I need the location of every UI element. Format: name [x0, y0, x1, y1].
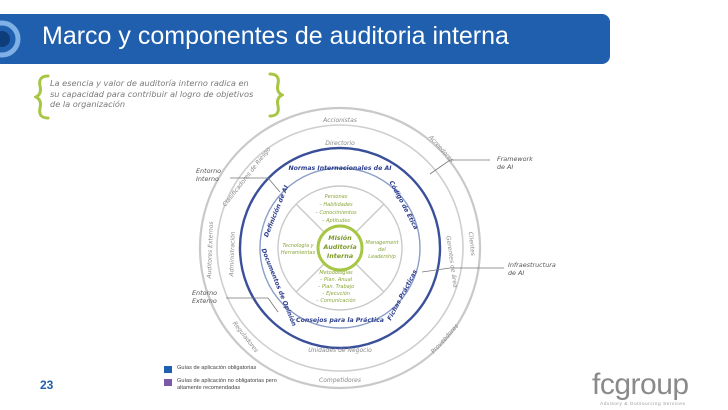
- center-label: Auditoría: [322, 243, 356, 251]
- quadrant-right-text: del: [378, 247, 386, 253]
- intro-line: La esencia y valor de auditoría interno …: [50, 78, 249, 88]
- pointer-line-entorno-interno: [230, 177, 281, 193]
- quadrant-top-text: – Aptitudes: [322, 218, 350, 224]
- quadrant-right-text: Management: [366, 240, 400, 246]
- legend-swatch-blue: [164, 366, 172, 373]
- quadrant-bottom-text: – Ejecución: [322, 290, 350, 297]
- pointer-line-framework: [429, 159, 490, 175]
- infraestructura-label: Infraestructura de AI: [508, 261, 556, 277]
- legend-swatch-purple: [164, 379, 172, 386]
- quadrant-bottom-text: – Plan. Anual: [320, 277, 353, 283]
- entorno-externo-label: Entorno Externo: [192, 289, 218, 305]
- legend-item: Guías de aplicación no obligatorias pero…: [164, 378, 289, 391]
- quadrant-bottom-text: – Plan. Trabajo: [318, 284, 354, 290]
- logo-tagline: Advisory & Outsourcing Services: [600, 402, 686, 407]
- outer-ring-left-label: Auditores Externos: [206, 221, 215, 279]
- outer-ring-right-label: Clientes: [467, 231, 476, 256]
- quadrant-top-text: Personas: [325, 194, 348, 200]
- quadrant-bottom-text: – Comunicación: [316, 297, 355, 304]
- center-label: Interna: [327, 252, 353, 260]
- middle-ring-bottom-label: Unidades de Negocio: [308, 347, 372, 354]
- page-number: 23: [40, 378, 54, 392]
- quadrant-top-text: – Habilidades: [319, 202, 353, 208]
- slide-title: Marco y componentes de auditoria interna: [42, 22, 509, 50]
- side-label-line: Entorno: [196, 167, 222, 175]
- outer-ring-top-label: Accionistas: [322, 117, 357, 124]
- intro-line: su capacidad para contribuir al logro de…: [50, 88, 254, 99]
- logo-wordmark: fcgroup: [592, 368, 689, 401]
- framework-label: Framework de AI: [497, 155, 533, 171]
- pointer-line-infraestructura: [421, 267, 504, 273]
- legend-text: Guías de aplicación no obligatorias pero…: [177, 378, 277, 391]
- intro-line: de la organización: [50, 99, 126, 110]
- center-label: Misión: [328, 234, 352, 242]
- middle-ring-left-label: Administración: [228, 231, 237, 277]
- middle-ring-top-label: Directorio: [325, 140, 355, 147]
- pointer-line-entorno-externo: [226, 297, 279, 313]
- side-label-line: Externo: [192, 296, 217, 305]
- side-label-line: Entorno: [192, 289, 218, 297]
- quadrant-left-text: Herramientas: [281, 250, 316, 256]
- side-label-line: Interno: [196, 174, 219, 183]
- title-bar: [0, 14, 610, 64]
- corner-swoosh-decoration: [0, 20, 21, 58]
- fcgroup-logo: fcgroup Advisory & Outsourcing Services: [592, 368, 689, 407]
- side-label-line: de AI: [508, 268, 525, 277]
- side-label-line: Infraestructura: [508, 261, 556, 269]
- intro-text: La esencia y valor de auditoría interno …: [50, 78, 270, 110]
- legend-text: Guías de aplicación obligatorias: [177, 365, 257, 371]
- outer-ring-bottom-label: Competidores: [319, 377, 361, 384]
- inner-ring-top-label: Normas Internacionales de AI: [288, 164, 392, 172]
- side-label-line: Framework: [497, 155, 533, 163]
- circular-framework-diagram: Misión Auditoría Interna Personas – Habi…: [198, 106, 504, 390]
- entorno-interno-label: Entorno Interno: [196, 167, 222, 183]
- legend-item: Guías de aplicación obligatorias: [164, 365, 289, 373]
- center-circle: [316, 224, 364, 272]
- intro-braces: [34, 72, 284, 120]
- quadrant-right-text: Leadership: [368, 254, 396, 260]
- quadrant-bottom-text: Metodologías: [319, 269, 353, 276]
- quadrant-left-text: Tecnología y: [282, 242, 314, 249]
- inner-ring-bottom-label: Consejos para la Práctica: [296, 316, 384, 324]
- quadrant-top-text: – Conocimientos: [315, 210, 357, 216]
- side-label-line: de AI: [497, 162, 514, 171]
